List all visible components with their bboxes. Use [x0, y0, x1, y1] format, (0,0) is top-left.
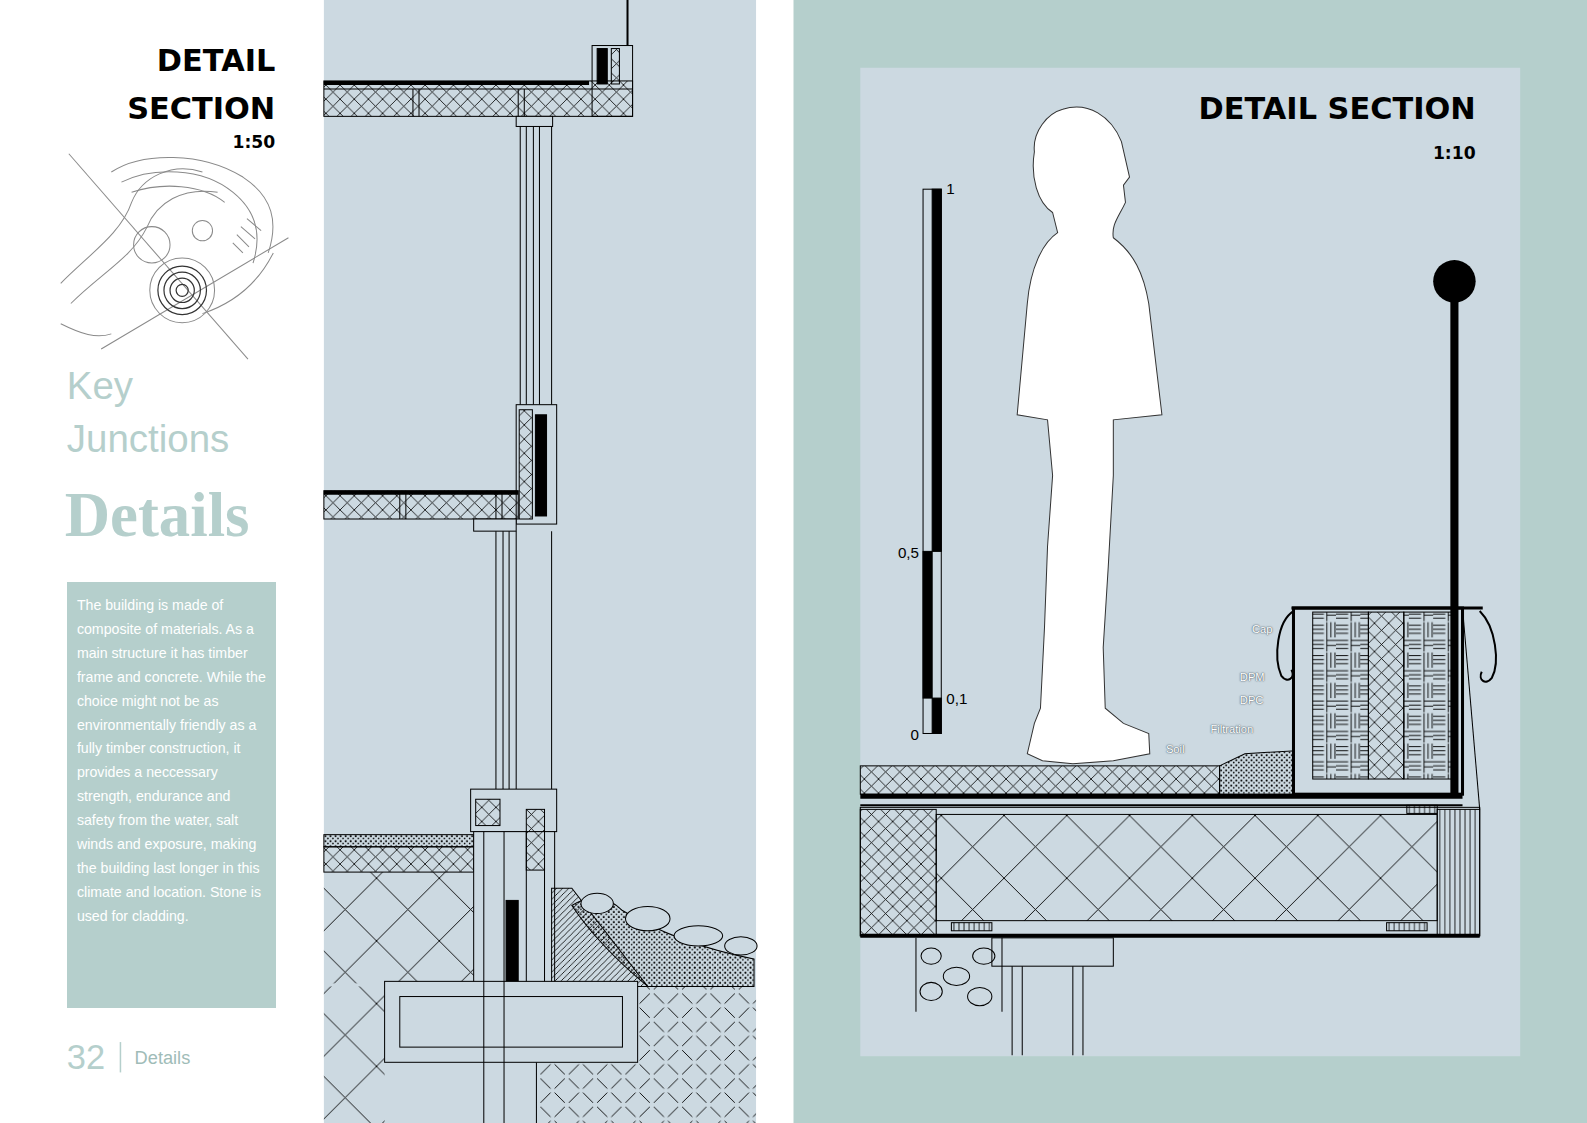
text-panel: The building is made of composite of mat…	[67, 582, 277, 1008]
layer-label: DPM	[1240, 671, 1265, 684]
page-title: DETAIL SECTION	[88, 37, 275, 132]
page-number: 32	[67, 1037, 105, 1078]
layer-label: DPC	[1240, 695, 1264, 708]
layer-label: Soil	[1166, 743, 1185, 756]
scale-bar-value: 0,1	[946, 690, 967, 708]
section-heading: Details	[65, 479, 250, 554]
scale-note: 1:10	[1433, 143, 1476, 164]
page-section: Details	[135, 1048, 191, 1070]
scale-note: 1:50	[233, 131, 276, 152]
layer-label: Cap	[1252, 623, 1272, 636]
section-heading: Key Junctions	[67, 360, 274, 465]
scale-bar-value: 0	[911, 726, 919, 744]
scale-bar-value: 0,5	[898, 544, 919, 562]
scale-bar-value: 1	[946, 180, 954, 198]
body-text: The building is made of composite of mat…	[77, 594, 266, 928]
layer-label: Filtration	[1210, 723, 1253, 736]
drawing-title: DETAIL SECTION	[1199, 91, 1476, 127]
